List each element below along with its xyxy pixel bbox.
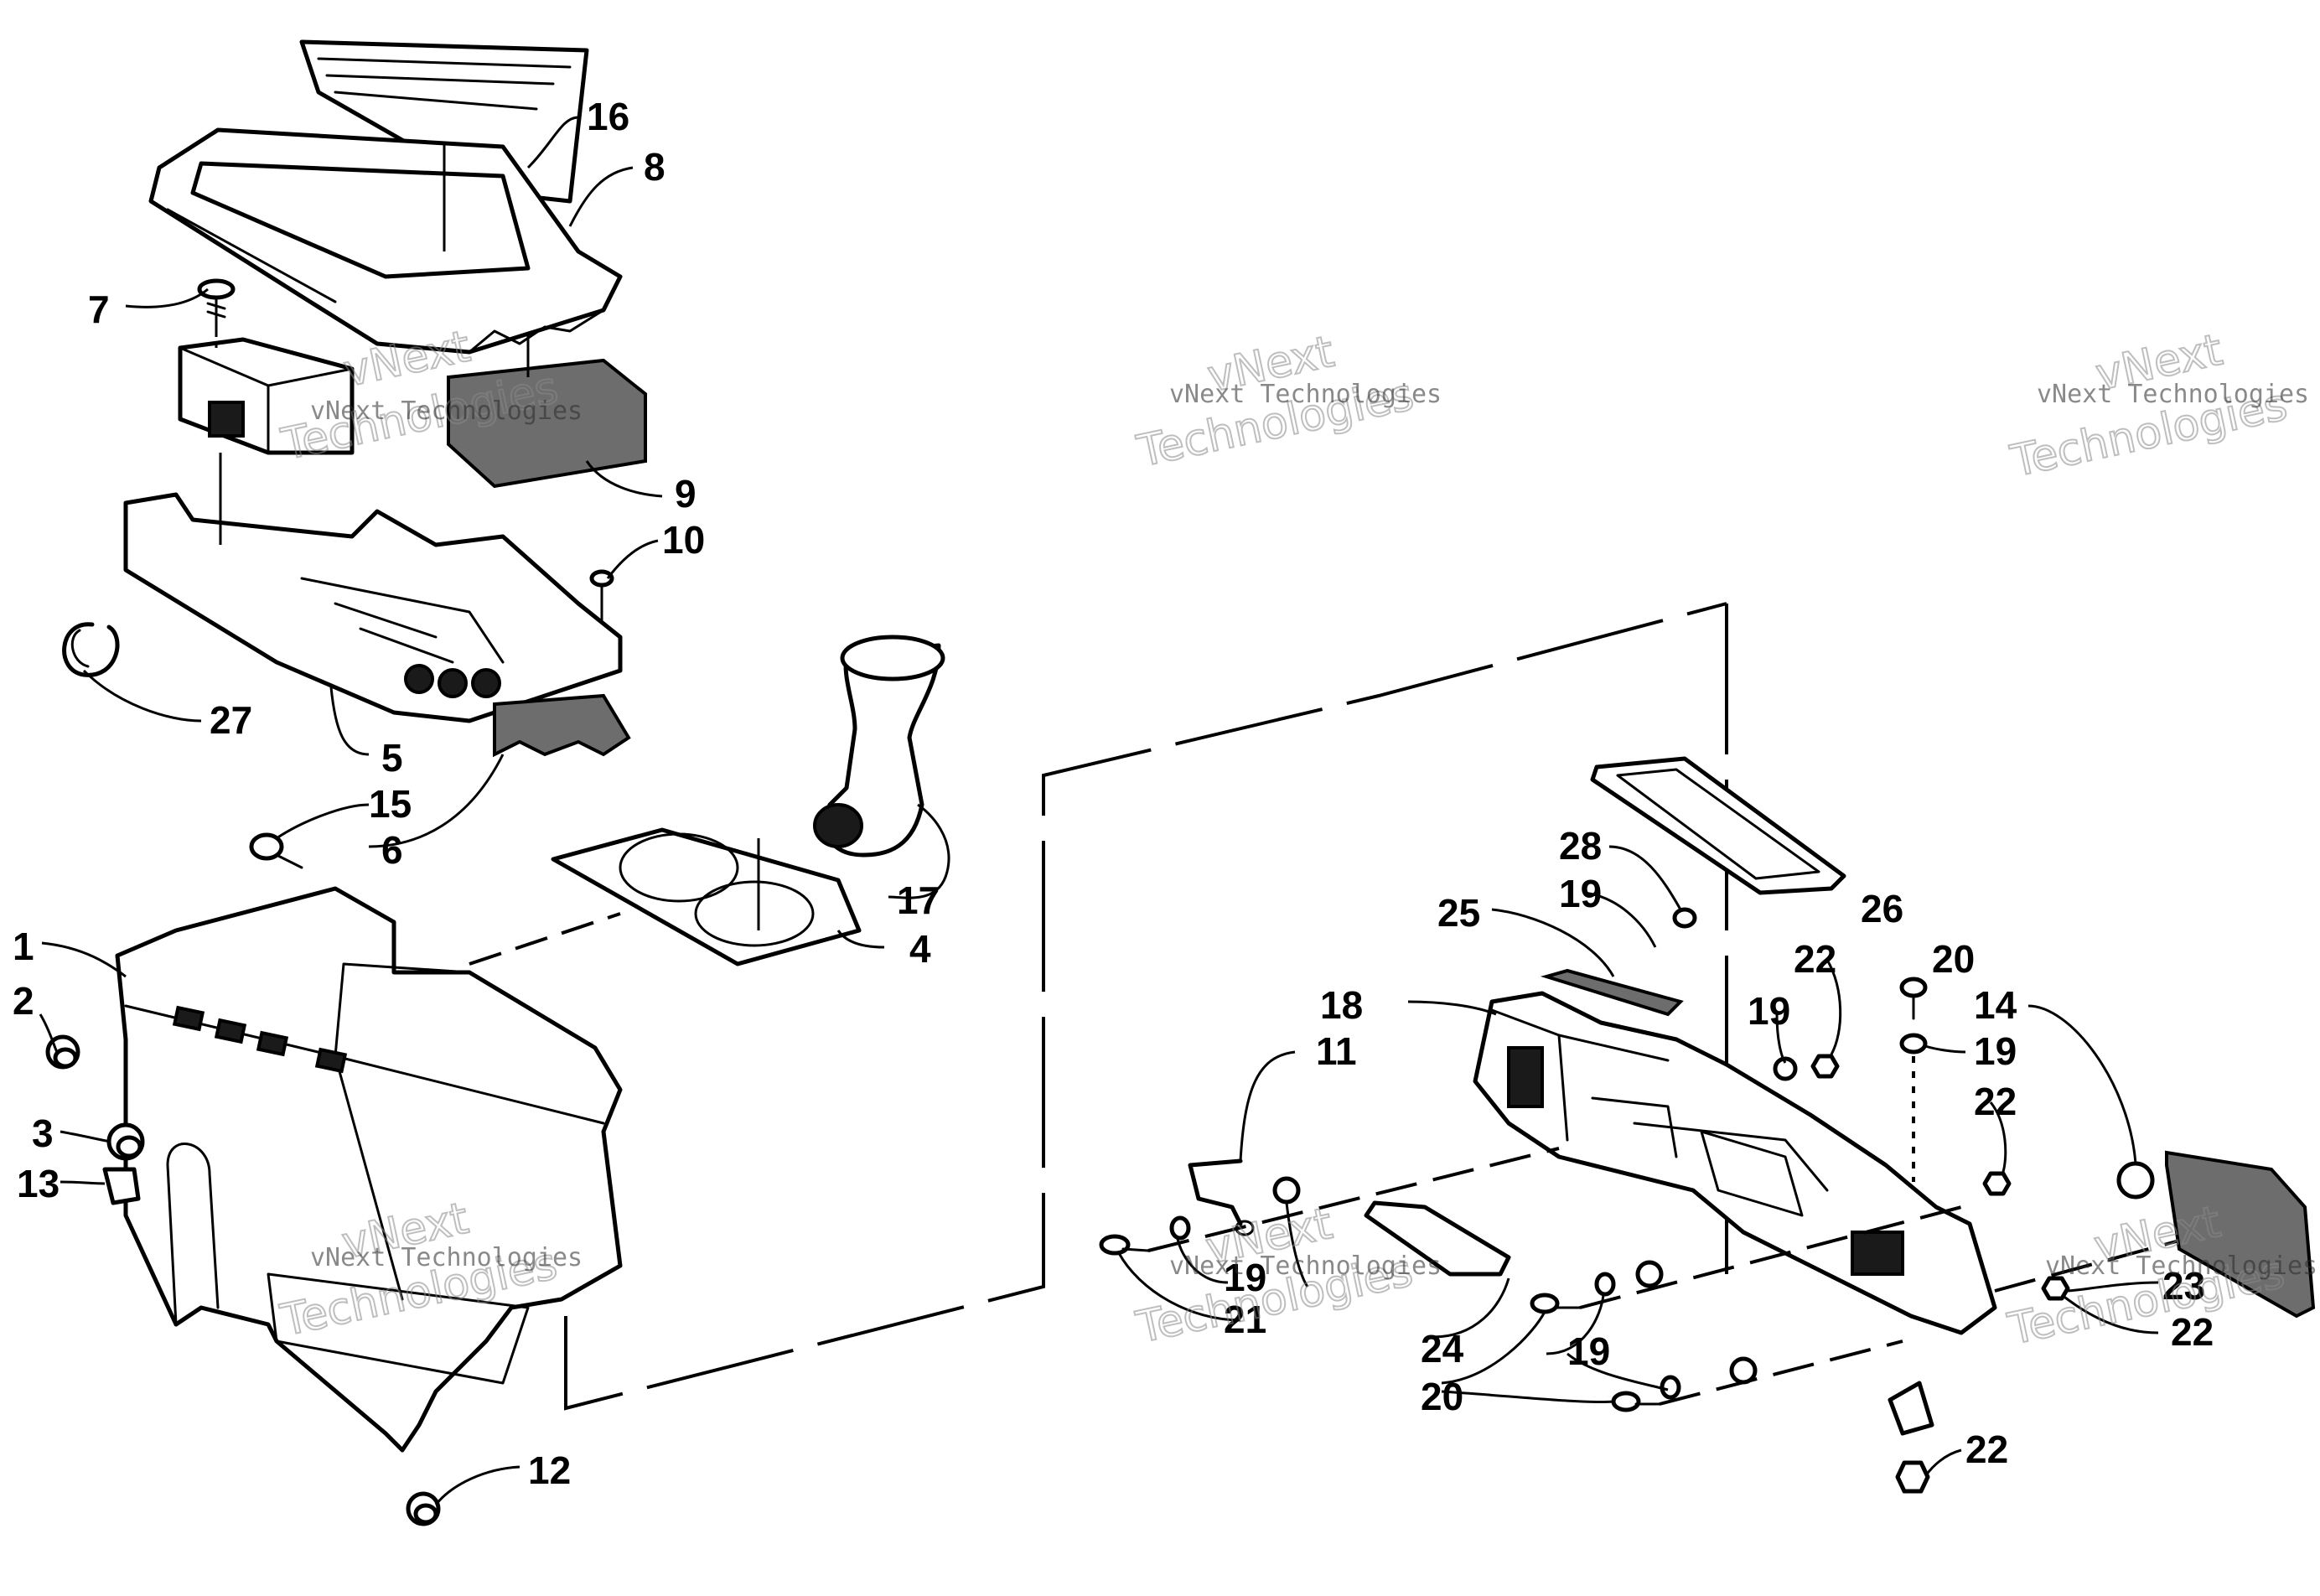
part-6-foam [493,693,631,758]
callout-22-right: 22 [1974,1080,2017,1123]
callout-4: 4 [909,927,931,971]
part-5-base-plate [123,453,623,723]
callout-20-upper: 20 [1932,937,1975,981]
part-23-filter [2165,1150,2316,1319]
callout-22-bottom: 22 [1965,1428,2008,1471]
watermark-1-text: vNext Technologies [310,396,583,426]
part-8-airbox-lid [148,127,623,355]
hardware [1099,977,2180,1494]
part-27-clamp [62,622,120,677]
part-4-gasket [551,827,862,966]
callout-15: 15 [369,782,412,826]
part-18-intake-duct [1473,991,1997,1335]
part-17-elbow [757,635,945,930]
watermark-2-text: vNext Technologies [1169,380,1442,409]
callout-1: 1 [13,925,34,968]
part-9-filter [447,335,647,489]
leader-lines [39,116,2159,1505]
part-25-strip [1540,968,1684,1017]
callout-2: 2 [13,979,34,1023]
watermark-3-text: vNext Technologies [2037,380,2309,409]
callout-19-right: 19 [1974,1029,2017,1073]
part-15-screw [249,832,303,869]
callout-10: 10 [662,518,705,562]
callout-9: 9 [675,472,697,516]
part-3-grommet [106,1122,145,1161]
callout-13: 13 [17,1162,60,1205]
callout-19-mid: 19 [1748,989,1790,1033]
callout-26: 26 [1861,887,1903,930]
watermark-6-text: vNext Technologies [2045,1251,2317,1281]
part-13-clip [102,1167,141,1205]
callout-22-lower-right: 22 [2171,1310,2214,1354]
callout-17: 17 [897,878,940,922]
part-14-cap [2116,1161,2155,1200]
callout-19-top: 19 [1559,872,1602,915]
callout-22-upper: 22 [1794,937,1836,981]
watermark-4-text: vNext Technologies [310,1243,583,1272]
callout-19-lower-left: 19 [1224,1256,1266,1299]
electronic-module [178,327,355,455]
callout-27: 27 [210,698,252,742]
callout-25: 25 [1437,891,1480,935]
callout-19-lower: 19 [1567,1329,1610,1373]
callout-16: 16 [587,95,629,138]
callout-5: 5 [381,736,403,780]
callout-8: 8 [644,145,665,189]
watermarks: vNext Technologies vNext Technologies vN… [276,320,2318,1355]
callouts: 16 8 7 9 10 27 5 15 6 17 4 1 2 3 13 12 2… [13,95,2214,1492]
callout-12: 12 [528,1448,571,1492]
callout-11: 11 [1316,1029,1357,1073]
callout-21: 21 [1224,1298,1266,1341]
part-2-grommet [45,1034,80,1070]
part-26-frame [1590,756,1846,895]
callout-14: 14 [1974,983,2017,1027]
callout-7: 7 [88,288,110,331]
callout-20-lower: 20 [1421,1375,1463,1418]
part-7-screw [197,278,236,329]
callout-24: 24 [1421,1327,1464,1371]
part-28-cap [1672,907,1697,929]
callout-3: 3 [32,1112,54,1155]
part-12-plug [406,1491,441,1526]
watermark-5-text: vNext Technologies [1169,1251,1442,1281]
part-1-airbox-housing [115,886,623,1453]
callout-23: 23 [2162,1264,2205,1308]
callout-18: 18 [1320,983,1363,1027]
callout-6: 6 [381,828,403,872]
part-10-screw [589,569,614,622]
callout-28: 28 [1559,824,1602,868]
part-24-bracket [1364,1200,1511,1277]
